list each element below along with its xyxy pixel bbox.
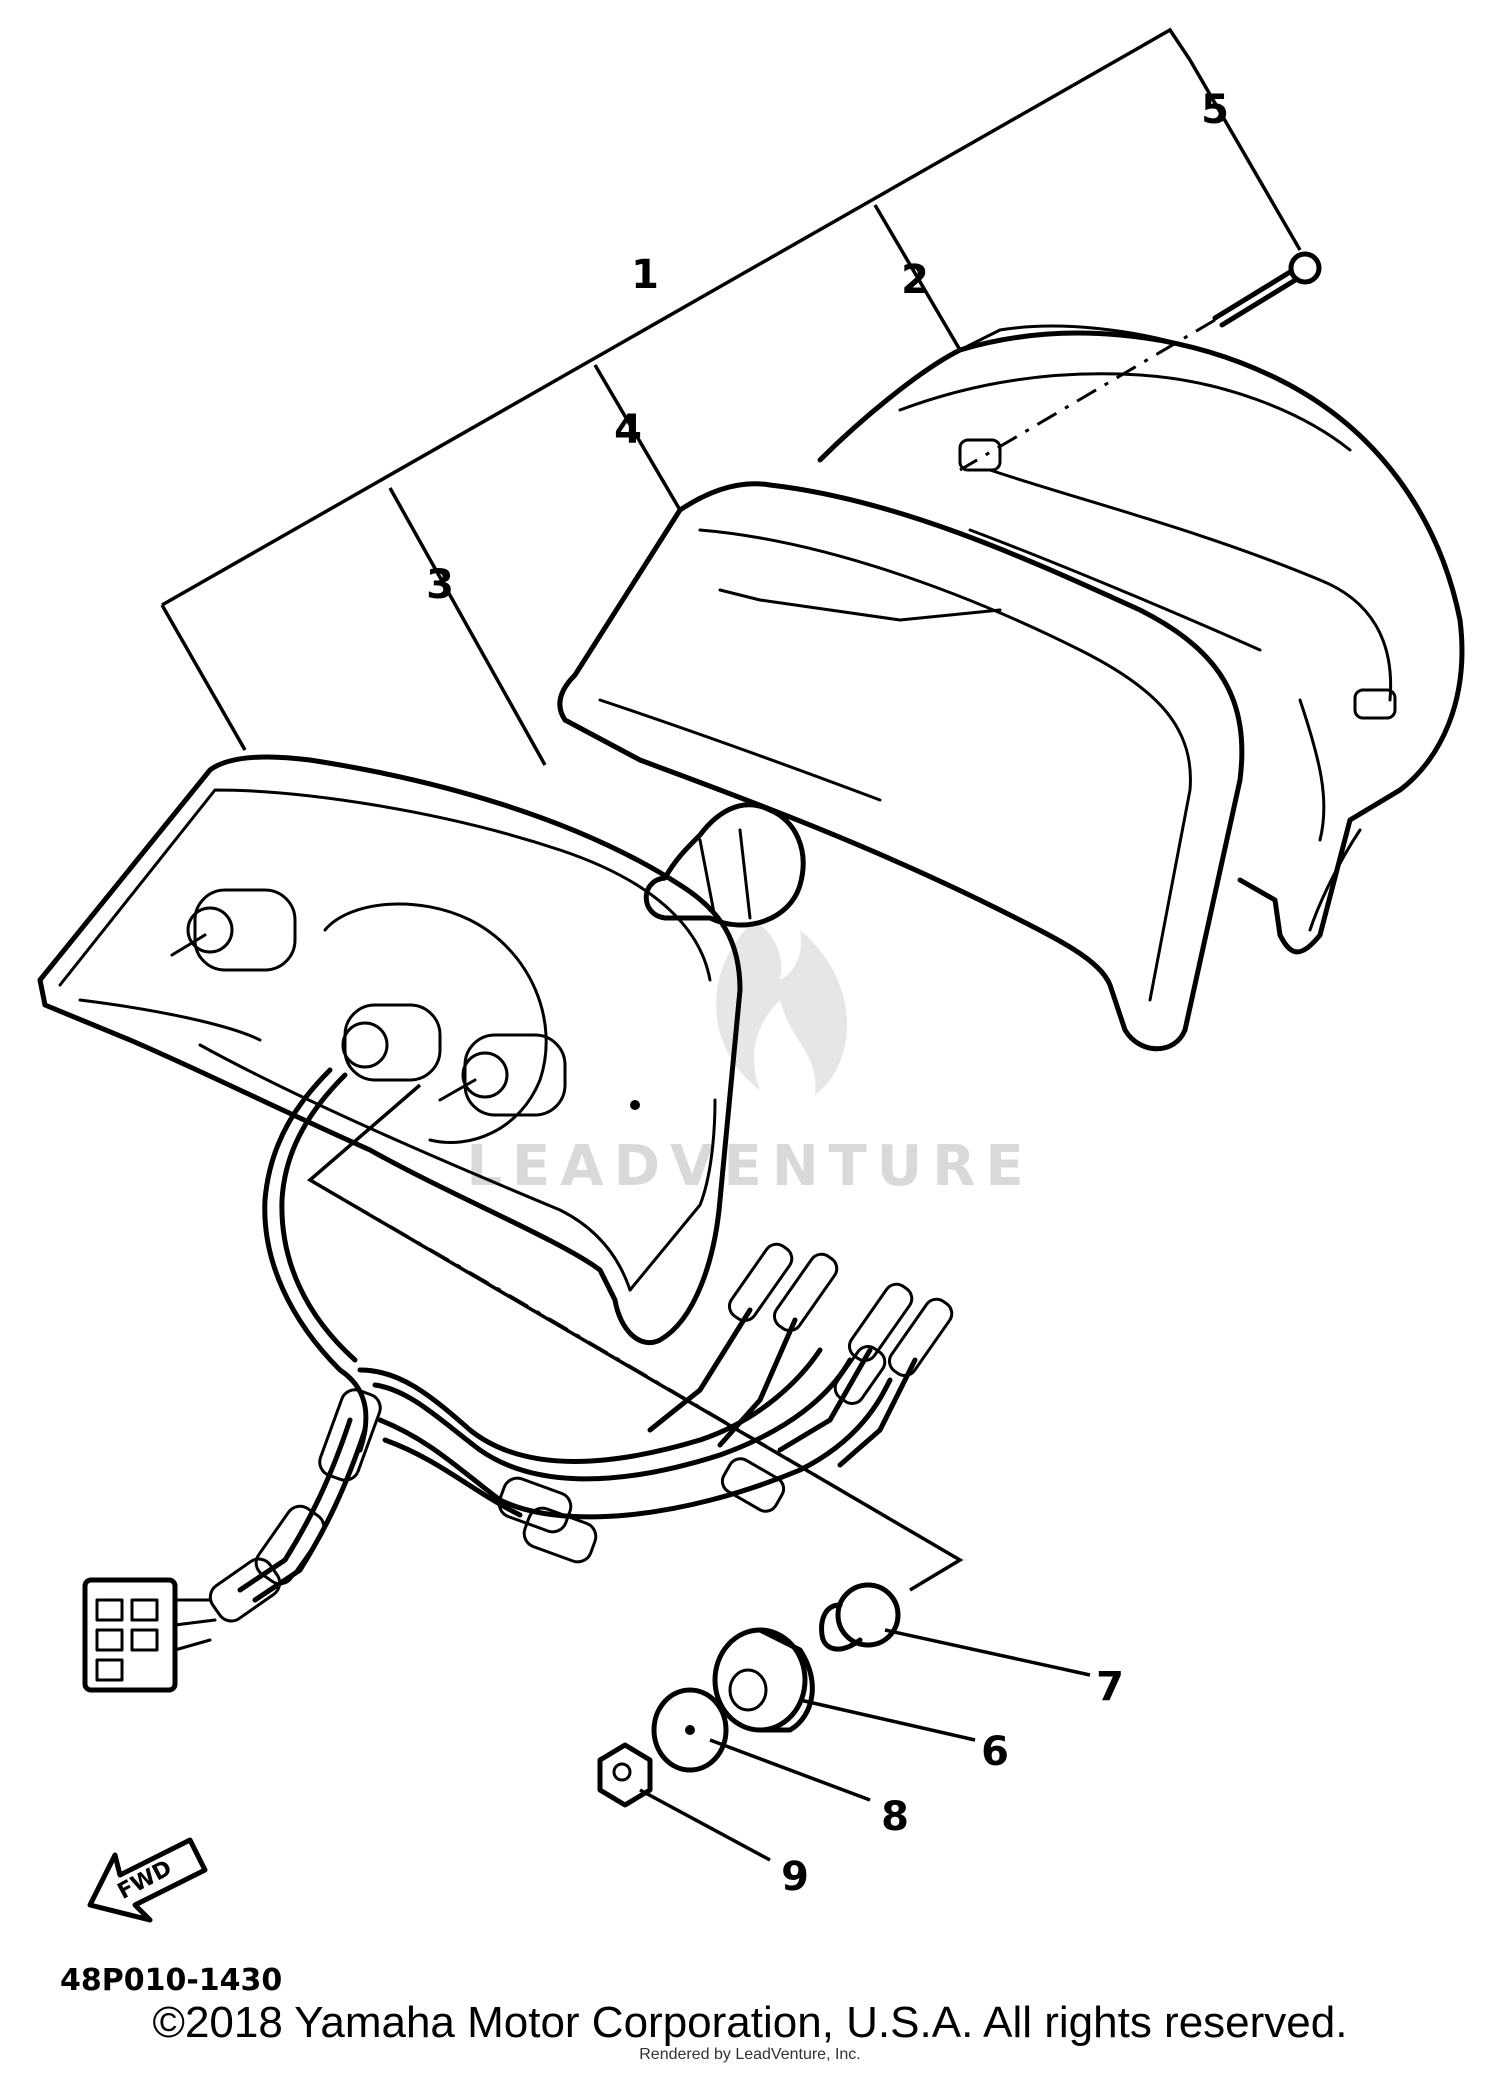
- collar: [819, 1582, 901, 1652]
- callout-2: 2: [901, 257, 929, 303]
- washer: [651, 1687, 729, 1773]
- grommet: [712, 1627, 815, 1733]
- taillight-lens: [817, 324, 1465, 955]
- wire-coupler: [82, 1577, 217, 1693]
- callout-8: 8: [881, 1794, 909, 1840]
- taillight-housing: [37, 754, 743, 1346]
- nut: [597, 1742, 653, 1808]
- fwd-arrow: FWD: [87, 1837, 208, 1923]
- lens-gasket: [557, 481, 1245, 1052]
- callout-7: 7: [1096, 1664, 1124, 1710]
- bullet-terminals: [727, 1242, 954, 1405]
- screw: [959, 251, 1322, 472]
- part-code: 48P010-1430: [60, 1963, 282, 1998]
- watermark-text: LEADVENTURE: [466, 1134, 1033, 1199]
- mounting-bracket-line: [307, 1083, 964, 1592]
- callout-9: 9: [781, 1854, 809, 1900]
- leader-lines: [639, 1628, 1091, 1862]
- wiring-harness: [208, 1067, 918, 1623]
- copyright-notice: ©2018 Yamaha Motor Corporation, U.S.A. A…: [152, 1998, 1348, 2047]
- watermark: LEADVENTURE: [466, 920, 1033, 1199]
- rendered-by-notice: Rendered by LeadVenture, Inc.: [639, 2046, 861, 2063]
- callout-3: 3: [426, 562, 454, 608]
- callout-4: 4: [614, 407, 642, 453]
- callout-6: 6: [981, 1729, 1009, 1775]
- callout-5: 5: [1201, 87, 1229, 133]
- assembly-bracket: [160, 27, 1302, 766]
- watermark-flame-icon: [716, 920, 848, 1095]
- callout-labels: 1 2 3 4 5 6 7 8 9: [426, 87, 1229, 1900]
- bulb: [643, 802, 806, 928]
- callout-1: 1: [631, 252, 659, 298]
